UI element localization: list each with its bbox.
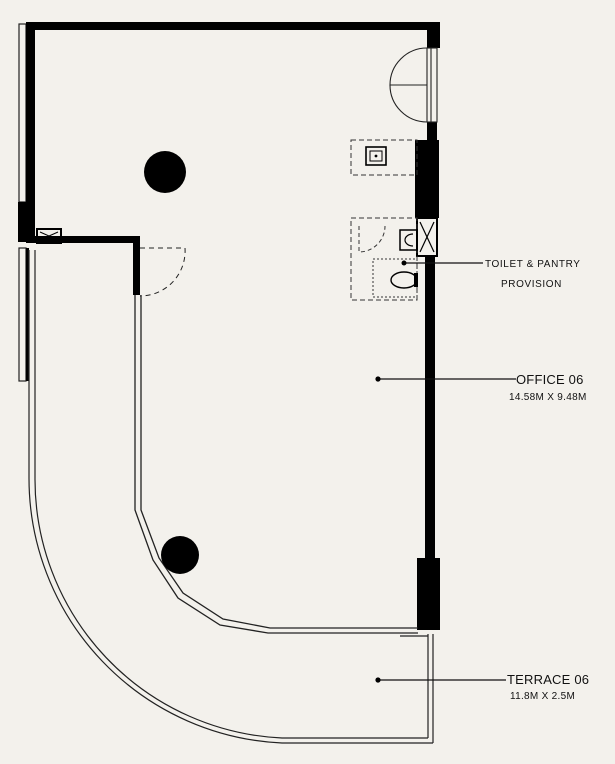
terrace-outline xyxy=(28,250,434,744)
toilet-label-line1: TOILET & PANTRY xyxy=(485,259,581,270)
toilet-fixture xyxy=(390,271,418,289)
office-name-label: OFFICE 06 xyxy=(516,372,584,387)
column-bottom xyxy=(161,536,199,574)
interior-door-swing xyxy=(139,247,186,297)
terrace-name-label: TERRACE 06 xyxy=(507,672,589,687)
top-wall xyxy=(26,22,440,30)
terrace-size-label: 11.8M X 2.5M xyxy=(510,691,575,702)
annotation-leaders xyxy=(378,262,516,681)
office-size-label: 14.58M X 9.48M xyxy=(509,392,587,403)
entrance-double-door xyxy=(389,47,438,123)
office-leader-dot xyxy=(375,376,381,382)
pantry-counter xyxy=(350,139,418,176)
toilet-label-line2: PROVISION xyxy=(501,279,562,290)
washbasin xyxy=(399,229,418,251)
right-wall xyxy=(415,22,440,630)
left-exterior-wall xyxy=(18,23,35,382)
column-top xyxy=(144,151,186,193)
toilet-area xyxy=(350,217,418,301)
office-curved-wall xyxy=(134,295,418,634)
terrace-leader-dot xyxy=(375,677,381,683)
toilet-leader-dot xyxy=(401,260,407,266)
partition-wall xyxy=(26,228,140,295)
